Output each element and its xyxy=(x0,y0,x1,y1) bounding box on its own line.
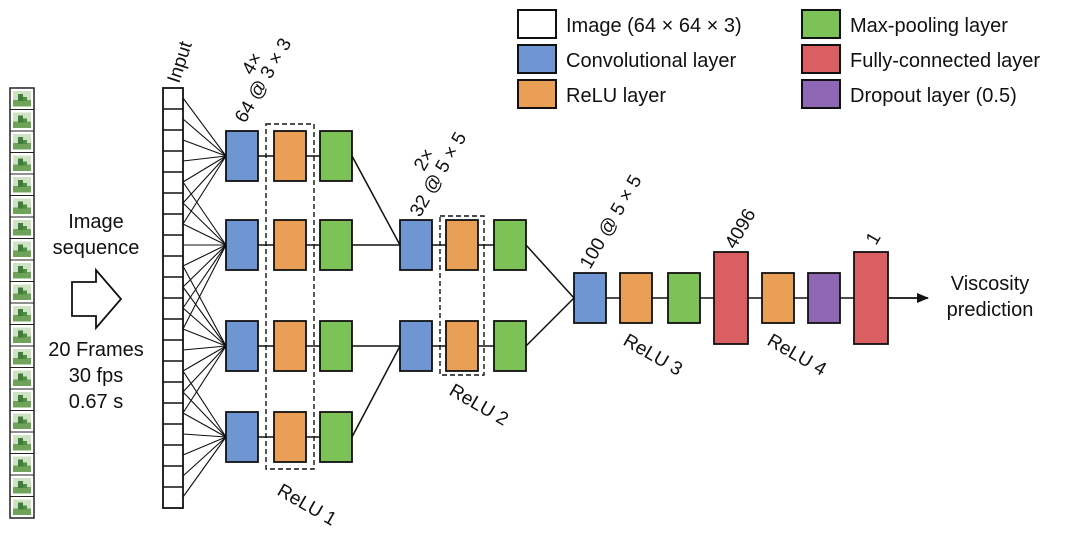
stage1-filters-label: 64 @ 3 × 3 xyxy=(231,35,296,127)
stage1-maxpool-block xyxy=(319,219,353,271)
stage1-branches xyxy=(225,123,353,470)
stage2-to-stage3-connections xyxy=(525,244,575,347)
stage1-conv-block xyxy=(225,130,259,182)
fc2-block xyxy=(853,251,889,345)
legend-item-maxpool: Max-pooling layer xyxy=(801,9,1008,39)
legend-swatch-image xyxy=(517,9,557,39)
legend-label-relu: ReLU layer xyxy=(566,85,666,107)
legend-item-image: Image (64 × 64 × 3) xyxy=(517,9,742,39)
legend-swatch-dropout xyxy=(801,79,841,109)
fc1-units-label: 4096 xyxy=(721,205,760,252)
legend-label-fc: Fully-connected layer xyxy=(850,50,1040,72)
input-fanout-connections xyxy=(182,97,227,498)
relu4-block xyxy=(761,272,795,324)
legend-swatch-fc xyxy=(801,44,841,74)
relu1-dashed-group xyxy=(265,123,315,470)
frames-count-label: 20 Frames xyxy=(48,339,144,361)
legend-label-image: Image (64 × 64 × 3) xyxy=(566,15,742,37)
legend-item-fc: Fully-connected layer xyxy=(801,44,1040,74)
output-label-line2: prediction xyxy=(947,299,1034,321)
stage3-conv-block xyxy=(573,272,607,324)
stage1-to-stage2-connections xyxy=(351,155,401,438)
stage3-filters-label: 100 @ 5 × 5 xyxy=(576,172,646,273)
stage1-relu-block xyxy=(273,219,307,271)
relu1-label: ReLU 1 xyxy=(274,480,340,530)
stage2-maxpool-block xyxy=(493,320,527,372)
stage2-relu-block xyxy=(445,320,479,372)
legend: Image (64 × 64 × 3) Convolutional layer … xyxy=(517,9,1040,109)
legend-swatch-relu xyxy=(517,79,557,109)
stage1-conv-block xyxy=(225,219,259,271)
stage2-relu-block xyxy=(445,219,479,271)
stage3-maxpool-block xyxy=(667,272,701,324)
fc2-units-label: 1 xyxy=(862,229,885,249)
stage1-conv-block xyxy=(225,411,259,463)
relu2-dashed-group xyxy=(439,215,485,376)
relu4-label: ReLU 4 xyxy=(764,330,831,381)
stage2-maxpool-block xyxy=(493,219,527,271)
stage2-conv-block xyxy=(399,320,433,372)
legend-label-dropout: Dropout layer (0.5) xyxy=(850,85,1017,107)
stage3-and-fc-layers xyxy=(573,251,929,345)
legend-label-maxpool: Max-pooling layer xyxy=(850,15,1008,37)
stage1-maxpool-block xyxy=(319,130,353,182)
stage1-relu-block xyxy=(273,130,307,182)
legend-item-dropout: Dropout layer (0.5) xyxy=(801,79,1017,109)
stage1-maxpool-block xyxy=(319,411,353,463)
image-sequence-label-line2: sequence xyxy=(53,237,140,259)
relu2-label: ReLU 2 xyxy=(446,380,512,430)
stage2-conv-block xyxy=(399,219,433,271)
sequence-arrow-icon xyxy=(71,267,123,331)
image-frame-strip xyxy=(9,87,35,519)
image-sequence-label-line1: Image xyxy=(68,211,124,233)
fc1-block xyxy=(713,251,749,345)
frame-strip-thumbnails xyxy=(9,87,35,519)
legend-item-relu: ReLU layer xyxy=(517,79,666,109)
legend-label-conv: Convolutional layer xyxy=(566,50,736,72)
stage2-branches xyxy=(399,215,527,376)
output-label-line1: Viscosity xyxy=(951,273,1030,295)
stage1-relu-block xyxy=(273,320,307,372)
stage2-filters-label: 32 @ 5 × 5 xyxy=(406,129,471,221)
stage1-maxpool-block xyxy=(319,320,353,372)
stage1-relu-block xyxy=(273,411,307,463)
relu3-label: ReLU 3 xyxy=(620,330,686,380)
stage1-conv-block xyxy=(225,320,259,372)
legend-item-conv: Convolutional layer xyxy=(517,44,736,74)
stage3-relu-block xyxy=(619,272,653,324)
input-column xyxy=(162,87,184,509)
dropout-block xyxy=(807,272,841,324)
input-label: Input xyxy=(164,38,197,85)
frame-rate-label: 30 fps xyxy=(69,365,123,387)
duration-label: 0.67 s xyxy=(69,391,123,413)
legend-swatch-conv xyxy=(517,44,557,74)
legend-swatch-maxpool xyxy=(801,9,841,39)
